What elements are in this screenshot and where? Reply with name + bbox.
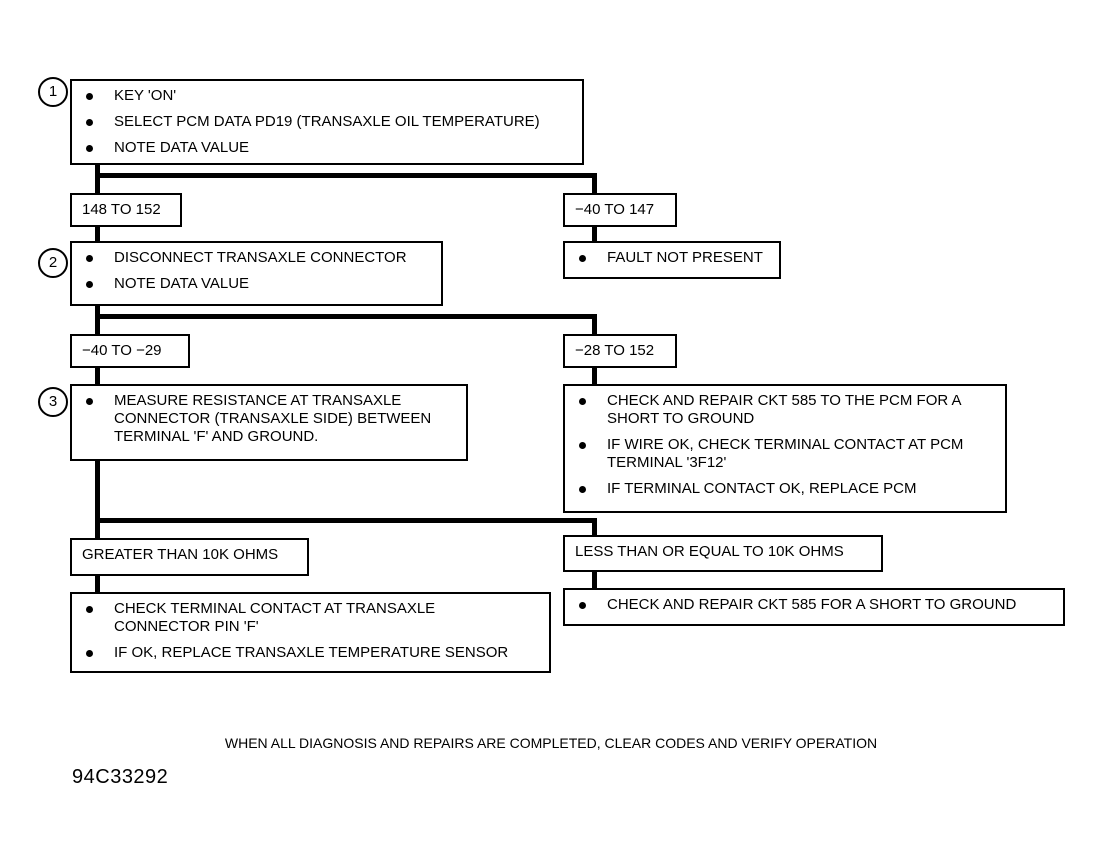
sensor-check-terminal: CHECK TERMINAL CONTACT AT TRANSAXLE CONN…: [80, 600, 541, 636]
connector-line: [95, 304, 100, 336]
connector-line: [592, 366, 597, 386]
connector-line: [592, 314, 597, 336]
step3-instruction-box: MEASURE RESISTANCE AT TRANSAXLE CONNECTO…: [70, 384, 468, 461]
connector-line: [95, 459, 100, 541]
connector-line: [592, 225, 597, 243]
check-short-to-ground-box: CHECK AND REPAIR CKT 585 FOR A SHORT TO …: [563, 588, 1065, 626]
step1-instruction-box: KEY 'ON' SELECT PCM DATA PD19 (TRANSAXLE…: [70, 79, 584, 165]
step-number-3: 3: [38, 387, 68, 417]
step2-note-data-value: NOTE DATA VALUE: [80, 275, 433, 293]
check-ckt585-pcm-box: CHECK AND REPAIR CKT 585 TO THE PCM FOR …: [563, 384, 1007, 513]
branch-minus40-to-minus29: −40 TO −29: [70, 334, 190, 368]
ckt585-replace-pcm: IF TERMINAL CONTACT OK, REPLACE PCM: [573, 480, 997, 498]
sensor-replace: IF OK, REPLACE TRANSAXLE TEMPERATURE SEN…: [80, 644, 541, 662]
connector-line: [95, 314, 596, 319]
connector-line: [95, 173, 596, 178]
connector-line: [592, 570, 597, 590]
check-sensor-box: CHECK TERMINAL CONTACT AT TRANSAXLE CONN…: [70, 592, 551, 673]
ckt585-repair-short: CHECK AND REPAIR CKT 585 TO THE PCM FOR …: [573, 392, 997, 428]
connector-line: [592, 518, 597, 538]
step1-select-pcm-data: SELECT PCM DATA PD19 (TRANSAXLE OIL TEMP…: [80, 113, 574, 131]
branch-less-or-equal-10k: LESS THAN OR EQUAL TO 10K OHMS: [563, 535, 883, 572]
connector-line: [592, 173, 597, 195]
branch-148-to-152: 148 TO 152: [70, 193, 182, 227]
connector-line: [95, 574, 100, 594]
step1-key-on: KEY 'ON': [80, 87, 574, 105]
ckt585-check-terminal: IF WIRE OK, CHECK TERMINAL CONTACT AT PC…: [573, 436, 997, 472]
step1-note-data-value: NOTE DATA VALUE: [80, 139, 574, 157]
step2-disconnect-connector: DISCONNECT TRANSAXLE CONNECTOR: [80, 249, 433, 267]
branch-greater-than-10k: GREATER THAN 10K OHMS: [70, 538, 309, 576]
branch-minus28-to-152: −28 TO 152: [563, 334, 677, 368]
step-number-2: 2: [38, 248, 68, 278]
connector-line: [95, 518, 596, 523]
connector-line: [95, 164, 100, 195]
branch-minus40-to-147: −40 TO 147: [563, 193, 677, 227]
step-number-1: 1: [38, 77, 68, 107]
figure-id: 94C33292: [72, 766, 169, 788]
connector-line: [95, 366, 100, 386]
footer-note: WHEN ALL DIAGNOSIS AND REPAIRS ARE COMPL…: [224, 735, 878, 751]
connector-line: [95, 225, 100, 243]
short-to-ground-text: CHECK AND REPAIR CKT 585 FOR A SHORT TO …: [573, 596, 1055, 614]
step2-instruction-box: DISCONNECT TRANSAXLE CONNECTOR NOTE DATA…: [70, 241, 443, 306]
step3-measure-resistance: MEASURE RESISTANCE AT TRANSAXLE CONNECTO…: [80, 392, 458, 446]
fault-not-present-text: FAULT NOT PRESENT: [573, 249, 771, 267]
fault-not-present-box: FAULT NOT PRESENT: [563, 241, 781, 279]
